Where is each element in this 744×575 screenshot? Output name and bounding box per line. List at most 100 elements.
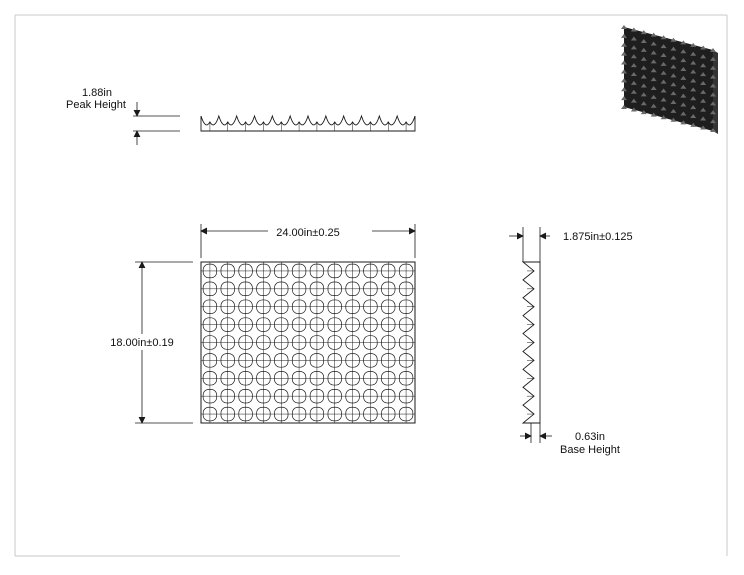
iso-peak xyxy=(621,42,627,47)
grid-cell xyxy=(201,351,219,370)
grid-cell xyxy=(325,405,344,423)
iso-peak xyxy=(630,36,637,41)
grid-cell xyxy=(343,297,362,316)
iso-peak xyxy=(630,54,637,59)
grid-cell xyxy=(397,297,415,316)
grid-cell xyxy=(397,315,415,334)
iso-peak xyxy=(670,108,677,113)
iso-peak xyxy=(700,98,707,103)
grid-cell xyxy=(218,315,237,334)
iso-peak xyxy=(690,105,697,110)
iso-peak xyxy=(630,89,637,94)
iso-peak xyxy=(670,73,677,78)
grid-cell xyxy=(290,262,308,280)
grid-cell xyxy=(379,297,398,316)
grid-cell xyxy=(236,333,255,352)
iso-peak xyxy=(640,56,647,61)
grid-cell xyxy=(272,297,291,316)
grid-cell xyxy=(201,405,219,423)
iso-peak xyxy=(650,86,657,90)
grid-cell xyxy=(218,262,237,280)
iso-peak xyxy=(690,96,697,101)
iso-peak xyxy=(690,78,697,83)
iso-peak xyxy=(660,70,667,75)
iso-peak xyxy=(710,110,716,115)
grid-cell xyxy=(308,315,326,334)
iso-peak xyxy=(690,122,697,127)
iso-peak xyxy=(650,32,657,37)
grid-cell xyxy=(361,387,380,406)
iso-peak xyxy=(710,119,716,124)
iso-peak xyxy=(680,75,687,80)
grid-cell xyxy=(290,315,308,334)
iso-peak xyxy=(640,30,647,35)
iso-peak xyxy=(710,65,716,70)
front-grid-view xyxy=(200,261,416,424)
grid-cell xyxy=(218,279,237,298)
iso-peak xyxy=(680,102,687,107)
grid-cell xyxy=(308,297,326,316)
grid-cell xyxy=(379,405,398,423)
grid-cell xyxy=(397,333,415,352)
iso-peak xyxy=(710,56,716,61)
peak-height-value: 1.88in xyxy=(82,87,112,99)
iso-peak xyxy=(680,111,687,116)
iso-peak xyxy=(700,125,707,130)
base-height-value: 0.63in xyxy=(575,431,605,443)
height-value: 18.00in±0.19 xyxy=(110,337,174,349)
grid-cell xyxy=(325,279,344,298)
iso-peak xyxy=(690,87,697,92)
iso-peak xyxy=(660,79,667,84)
iso-peak xyxy=(650,50,657,55)
iso-peak xyxy=(700,72,707,77)
grid-cell xyxy=(254,333,273,352)
grid-cell xyxy=(201,279,219,298)
grid-cell xyxy=(272,405,291,423)
isometric-preview xyxy=(621,25,718,134)
grid-cell xyxy=(379,333,398,352)
grid-cell xyxy=(254,351,273,370)
grid-cell xyxy=(290,369,308,388)
grid-cell xyxy=(308,279,326,298)
grid-cell xyxy=(254,369,273,388)
grid-cell xyxy=(397,351,415,370)
iso-peak xyxy=(660,106,667,111)
grid-cell xyxy=(325,351,344,370)
grid-cell xyxy=(308,405,326,423)
grid-cell xyxy=(343,333,362,352)
iso-peak xyxy=(650,41,657,46)
iso-peak xyxy=(650,112,657,117)
grid-cell xyxy=(343,262,362,280)
grid-cell xyxy=(379,279,398,298)
iso-peak xyxy=(670,37,677,42)
grid-cell xyxy=(290,387,308,406)
iso-peak xyxy=(670,64,677,69)
iso-peak xyxy=(710,74,716,79)
iso-peak xyxy=(621,87,627,92)
width-value: 24.00in±0.25 xyxy=(276,227,340,239)
thickness-value: 1.875in±0.125 xyxy=(563,231,633,243)
iso-peak xyxy=(710,92,716,97)
grid-cell xyxy=(325,297,344,316)
grid-cell xyxy=(236,315,255,334)
grid-cell xyxy=(201,333,219,352)
iso-peak xyxy=(680,49,687,54)
base-height-label: Base Height xyxy=(560,444,620,456)
grid-cell xyxy=(379,351,398,370)
iso-peak xyxy=(670,82,677,87)
grid-cell xyxy=(272,351,291,370)
iso-peak xyxy=(640,74,647,79)
grid-cell xyxy=(343,351,362,370)
iso-peak xyxy=(660,44,667,49)
grid-cell xyxy=(379,262,398,280)
grid-cell xyxy=(236,369,255,388)
grid-cell xyxy=(325,315,344,334)
grid-cell xyxy=(290,351,308,370)
iso-peak xyxy=(670,46,677,51)
iso-peak xyxy=(690,51,697,56)
grid-cell xyxy=(379,369,398,388)
iso-peak xyxy=(680,67,687,71)
iso-peak xyxy=(700,116,707,121)
grid-cell xyxy=(397,262,415,280)
iso-peak xyxy=(670,55,677,60)
